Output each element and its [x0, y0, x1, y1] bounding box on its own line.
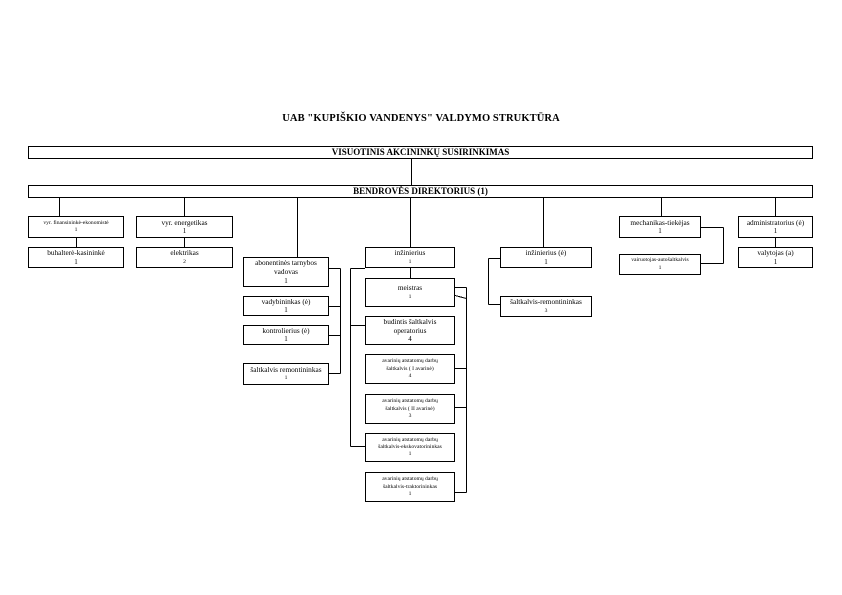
subscriber-service-head-box: abonentinės tarnybos vadovas 1 [243, 257, 329, 287]
mechanic-supplier-box: mechanikas-tiekėjas 1 [619, 216, 701, 238]
director-box: BENDROVĖS DIREKTORIUS (1) [28, 185, 813, 198]
accountant-cashier-box: buhalterė-kasininkė 1 [28, 247, 124, 268]
cleaner-box: valytojas (a) 1 [738, 247, 813, 268]
shareholders-meeting-box: VISUOTINIS AKCININKŲ SUSIRINKIMAS [28, 146, 813, 159]
foreman-box: meistras 1 [365, 278, 455, 307]
duty-fitter-operator-box: budintis šaltkalvis operatorius 4 [365, 316, 455, 345]
administrator-box: administratorius (ė) 1 [738, 216, 813, 238]
chief-financier-economist-box: vyr. finansininkė-ekonomistė 1 [28, 216, 124, 238]
emergency-fitter-2-box: avarinių atstatomų darbų šaltkalvis ( II… [365, 394, 455, 424]
emergency-tractor-driver-box: avarinių atstatomų darbų šaltkalvis-trak… [365, 472, 455, 502]
emergency-excavator-operator-box: avarinių atstatomų darbų šaltkalvis-eksk… [365, 433, 455, 462]
chief-energy-engineer-box: vyr. energetikas 1 [136, 216, 233, 238]
page-title: UAB "KUPIŠKIO VANDENYS" VALDYMO STRUKTŪR… [282, 113, 560, 124]
emergency-fitter-1-box: avarinių atstatomų darbų šaltkalvis ( I … [365, 354, 455, 384]
controller-box: kontrolierius (ė) 1 [243, 325, 329, 345]
electrician-box: elektrikas 2 [136, 247, 233, 268]
driver-mechanic-box: vairuotojas-autošaltkalvis 1 [619, 254, 701, 275]
engineer-box: inžinierius 1 [365, 247, 455, 268]
manager-box: vadybininkas (ė) 1 [243, 296, 329, 316]
engineer-2-box: inžinierius (ė) 1 [500, 247, 592, 268]
repair-fitter-2-box: šaltkalvis-remontininkas 3 [500, 296, 592, 317]
repair-fitter-box: šaltkalvis remontininkas 1 [243, 363, 329, 385]
